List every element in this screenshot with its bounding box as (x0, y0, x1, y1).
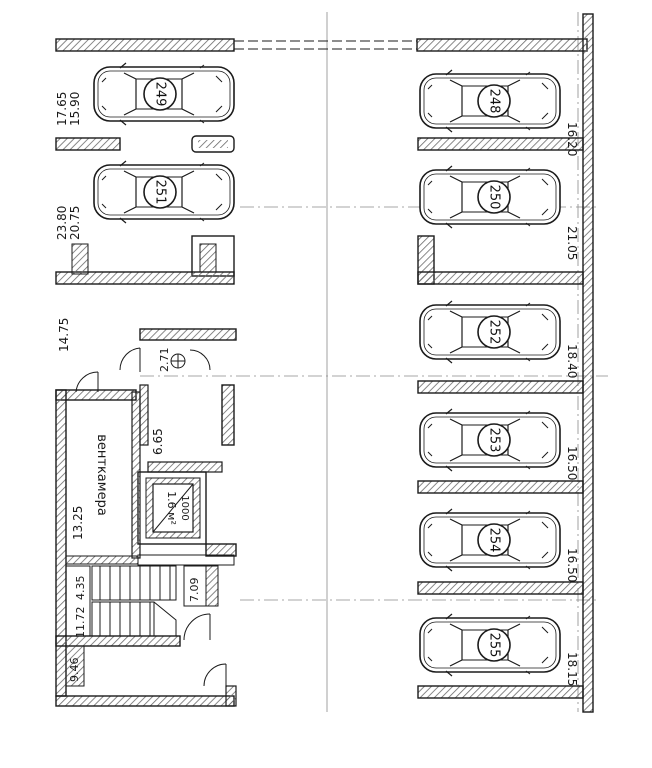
parking-space-252: 252 (419, 300, 561, 364)
area-label-251-total: 23.80 (55, 206, 69, 240)
area-label-249: 15.90 (68, 92, 82, 126)
corridor-area-label: 14.75 (57, 318, 71, 352)
top-walls (55, 38, 588, 52)
right-area-labels: 16.20 21.05 18.40 16.50 16.50 18.15 (565, 122, 579, 686)
area-label-250: 21.05 (565, 226, 579, 260)
space-number: 251 (153, 180, 168, 205)
stair-area-label-2: 7.09 (188, 578, 201, 603)
area-label-251: 20.75 (68, 206, 82, 240)
right-dividers (417, 137, 584, 699)
ventkamera-label: венткамера (94, 434, 109, 516)
right-parking: 248 250 252 253 254 255 (419, 69, 561, 677)
shaft-sublabel: 1000 (179, 495, 190, 520)
left-parking: 249 251 (93, 62, 235, 224)
room-area-label: 6.65 (151, 428, 165, 455)
parking-space-254: 254 (419, 508, 561, 572)
space-number: 255 (487, 633, 502, 658)
shaft-label: 1.6 м² (165, 491, 178, 525)
space-number: 248 (487, 89, 502, 114)
parking-space-250: 250 (419, 165, 561, 229)
top-wall-left (55, 38, 235, 52)
staircase (65, 565, 177, 637)
stair-area-label-4: 9.46 (68, 658, 81, 683)
vestibule-area-label: 2.71 (158, 348, 171, 373)
area-label-254: 16.50 (565, 548, 579, 582)
parking-space-253: 253 (419, 408, 561, 472)
space-number: 249 (153, 82, 168, 107)
area-label-252: 18.40 (565, 344, 579, 378)
stair-area-label-1: 4.35 (74, 576, 87, 601)
area-label-253: 16.50 (565, 446, 579, 480)
parking-space-255: 255 (419, 613, 561, 677)
area-label-249-total: 17.65 (55, 92, 69, 126)
space-number: 254 (487, 528, 502, 553)
parking-space-248: 248 (419, 69, 561, 133)
parking-space-251: 251 (93, 160, 235, 224)
top-wall-right (416, 38, 588, 52)
space-number: 253 (487, 428, 502, 453)
ventkamera-area-label: 13.25 (71, 506, 85, 540)
area-label-255: 18.15 (565, 652, 579, 686)
left-area-labels: 15.90 17.65 20.75 23.80 14.75 (55, 92, 82, 352)
right-outer-wall (582, 13, 594, 713)
space-number: 250 (487, 185, 502, 210)
space-number: 252 (487, 320, 502, 345)
parking-space-249: 249 (93, 62, 235, 126)
left-dividers (55, 135, 235, 285)
area-label-248: 16.20 (565, 122, 579, 156)
service-rooms: 2.71 6.65 1.6 м² 1000 венткамера 13.25 (55, 328, 237, 707)
stair-area-label-3: 11.72 (74, 607, 87, 639)
